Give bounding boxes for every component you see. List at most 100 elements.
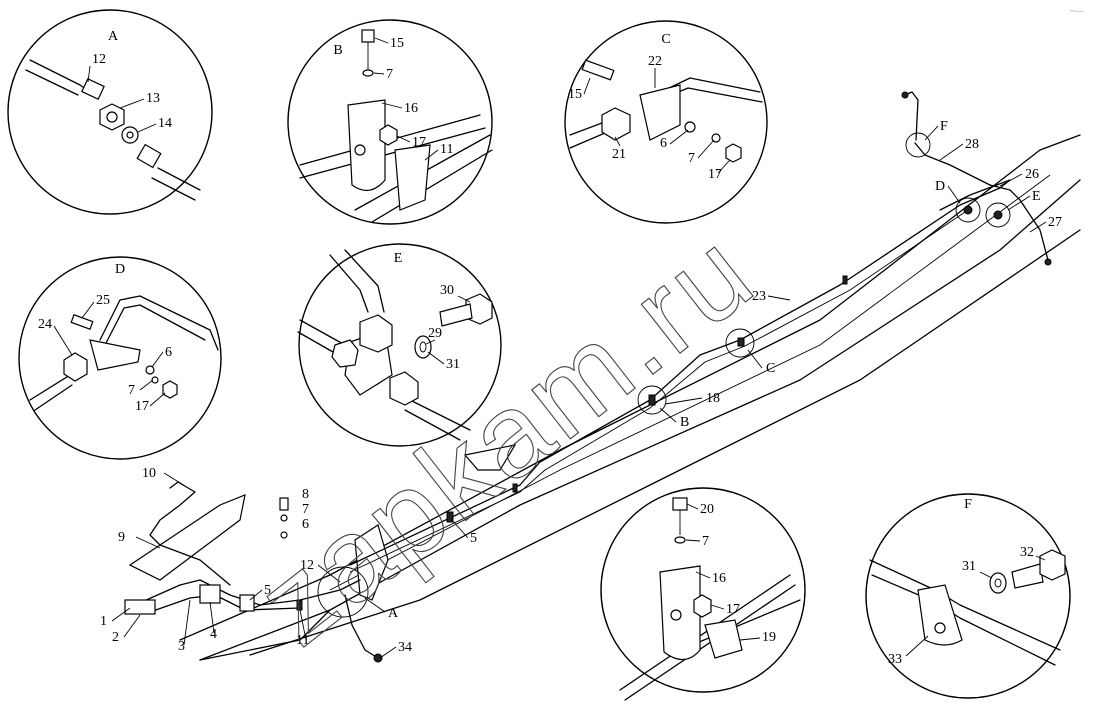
detail-b-bottom-label-16: 16 [712, 571, 726, 586]
detail-b-top-label-15: 15 [390, 36, 404, 51]
detail-c-label-7: 7 [688, 151, 695, 166]
detail-c-label-17: 17 [708, 167, 722, 182]
nut-17-c [725, 143, 742, 163]
callout-8: 8 [302, 487, 309, 502]
hose-f-fitting [901, 91, 909, 99]
frame-rail-lower-edge [249, 229, 1081, 656]
detail-b-top-circle [287, 19, 493, 225]
callout-circle-c [725, 328, 755, 358]
detail-f-circle [865, 493, 1071, 699]
bracket-33 [917, 584, 963, 646]
bolt-20 [672, 497, 688, 511]
callout-5: 5 [470, 531, 477, 546]
bolt-15 [361, 29, 375, 43]
hose-34 [344, 594, 379, 659]
detail-b-bottom-label-7: 7 [702, 534, 709, 549]
tee-d [963, 205, 973, 215]
detail-e-label-29: 29 [428, 326, 442, 341]
line-clip-upper [842, 275, 848, 285]
clip-11 [296, 599, 303, 611]
detail-e-circle [298, 243, 502, 447]
detail-a: A 12 13 14 [7, 9, 213, 215]
brake-valve-bracket [354, 524, 389, 601]
main-assembly-view: F 28 D 26 E 27 23 C 18 B 5 10 9 8 7 6 5 … [100, 91, 1081, 663]
fitting-21 [601, 107, 631, 141]
callout-9: 9 [118, 530, 125, 545]
detail-d-title: D [115, 262, 125, 277]
detail-a-label-13: 13 [146, 91, 160, 106]
detail-b-bottom-label-19: 19 [762, 630, 776, 645]
detail-f-label-33: 33 [888, 652, 902, 667]
detail-e-title: E [394, 251, 403, 266]
callout-10: 10 [142, 466, 156, 481]
washer-6 [280, 531, 288, 539]
brake-line-23 [349, 179, 1011, 566]
detail-b-bottom: 20 7 16 17 19 [600, 487, 806, 701]
detail-a-title: A [108, 29, 119, 44]
detail-f-label-31: 31 [962, 559, 976, 574]
frame-rail-top-edge [199, 179, 1081, 661]
detail-d-label-17: 17 [135, 399, 149, 414]
brake-line-18 [349, 211, 966, 573]
clip-11-b [394, 144, 431, 211]
callout-c: C [766, 361, 775, 376]
bolt-25 [70, 314, 94, 330]
callout-23: 23 [752, 289, 766, 304]
callout-a: A [388, 606, 399, 621]
callout-28: 28 [965, 137, 979, 152]
callout-34: 34 [398, 640, 412, 655]
detail-c-title: C [661, 32, 670, 47]
detail-d-label-7: 7 [128, 383, 135, 398]
line-clip [512, 483, 518, 493]
tee-e [993, 210, 1003, 220]
detail-e-label-31: 31 [446, 357, 460, 372]
clip-5 [446, 511, 454, 523]
bolt-32-head [1039, 549, 1066, 581]
frame-rail-upper-flange [179, 134, 1081, 641]
detail-b-bottom-label-17: 17 [726, 602, 740, 617]
callout-circle-e [985, 202, 1011, 228]
fitting-d [63, 352, 88, 382]
frame-bracket [463, 444, 517, 471]
callout-d: D [935, 179, 945, 194]
detail-b-top-label-7: 7 [386, 67, 393, 82]
clamp-16 [347, 99, 386, 191]
callout-b: B [680, 415, 689, 430]
detail-d-label-24: 24 [38, 317, 52, 332]
detail-c: C 22 15 21 6 7 17 [564, 20, 768, 224]
clip-5-lower [239, 594, 255, 612]
callout-2: 2 [112, 630, 119, 645]
detail-a-label-14: 14 [158, 116, 172, 131]
washer-29 [414, 335, 432, 359]
detail-b-top: B 15 7 16 17 11 [287, 19, 493, 225]
callout-circle-b [637, 385, 667, 415]
hose-f-end [904, 91, 919, 141]
detail-d: D 25 24 6 7 17 [18, 256, 222, 460]
detail-c-label-22: 22 [648, 54, 662, 69]
nut-17 [379, 124, 398, 146]
nut-17-b2 [693, 594, 712, 618]
detail-b-bottom-label-20: 20 [700, 502, 714, 517]
callout-circle-d [955, 197, 981, 223]
detail-a-label-12: 12 [92, 52, 106, 67]
detail-b-top-label-16: 16 [404, 101, 418, 116]
callout-circle-f [905, 132, 931, 158]
bolt-8 [279, 497, 289, 511]
detail-b-top-label-11: 11 [440, 142, 453, 157]
callout-27: 27 [1048, 215, 1062, 230]
callout-11: 11 [296, 633, 309, 648]
hose-28 [914, 142, 1049, 261]
detail-e-label-30: 30 [440, 283, 454, 298]
bolt-30 [439, 303, 473, 327]
hose-27-fitting [1044, 258, 1052, 266]
callout-circle-a [317, 566, 369, 618]
frame-rail-inner-line [329, 174, 1051, 591]
detail-b-top-title: B [333, 43, 342, 58]
bracket-24 [89, 339, 141, 371]
detail-f-title: F [964, 497, 972, 512]
callout-4: 4 [210, 627, 217, 642]
washer-7-d [151, 376, 159, 384]
bolt-15-c [581, 59, 615, 81]
main-callout-labels: F 28 D 26 E 27 23 C 18 B 5 10 9 8 7 6 5 … [100, 119, 1062, 655]
